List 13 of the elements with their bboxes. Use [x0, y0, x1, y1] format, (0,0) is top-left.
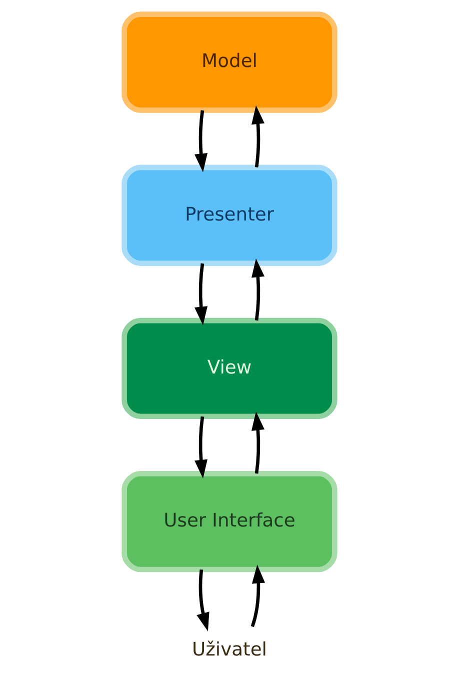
arrow: [194, 263, 208, 326]
arrow: [252, 258, 264, 321]
arrow: [194, 416, 208, 478]
node-box: User Interface: [122, 470, 338, 572]
node-text: Uživatel: [192, 640, 267, 661]
arrow: [252, 412, 264, 474]
node-box: Model: [122, 12, 338, 113]
arrow: [196, 569, 210, 632]
node-box: View: [122, 318, 338, 420]
arrow: [250, 564, 266, 628]
node-box: Presenter: [122, 164, 338, 266]
arrow: [194, 110, 208, 172]
arrow: [252, 105, 264, 168]
